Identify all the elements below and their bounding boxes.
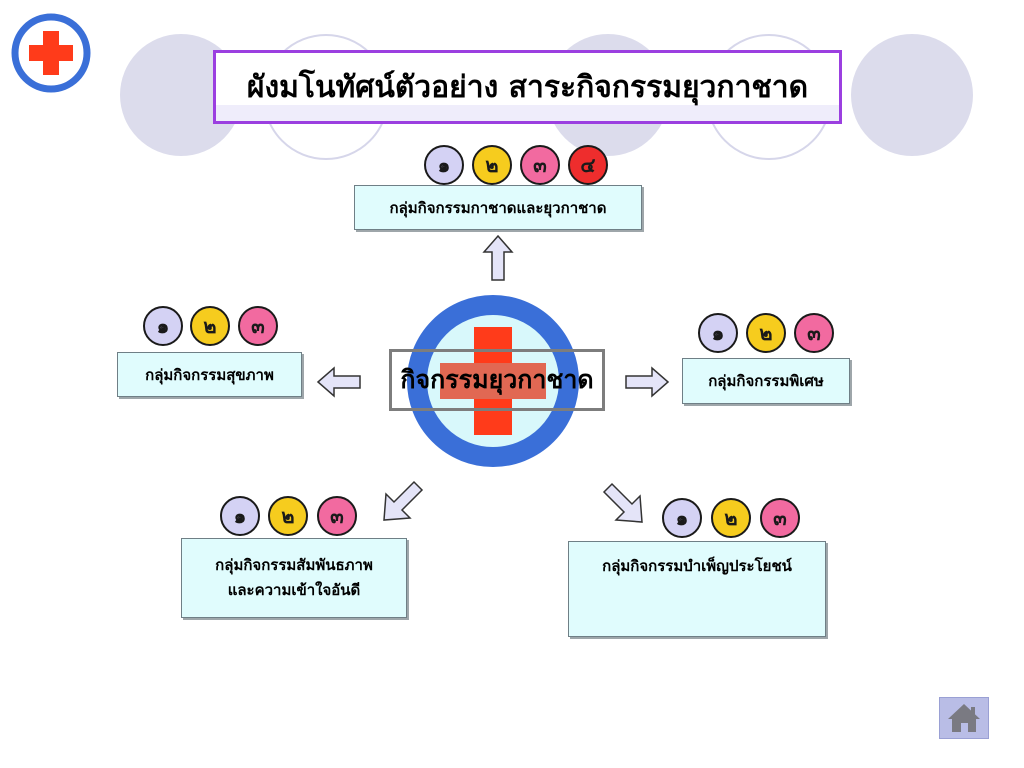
group-label-line2: และความเข้าใจอันดี [227,581,361,599]
group-box-bottom-left: กลุ่มกิจกรรมสัมพันธภาพ และความเข้าใจอันด… [181,538,407,618]
badge-3: ๓ [794,313,834,353]
center-red-cross-emblem [407,295,579,467]
home-button[interactable] [939,697,989,739]
group-box-left: กลุ่มกิจกรรมสุขภาพ [117,352,302,397]
badge-1: ๑ [662,498,702,538]
group-label: กลุ่มกิจกรรมพิเศษ [708,372,824,390]
badge-3: ๓ [238,306,278,346]
badge-1: ๑ [143,306,183,346]
arrow-up-icon [482,234,514,281]
group-box-right: กลุ่มกิจกรรมพิเศษ [682,358,850,404]
badge-1: ๑ [424,145,464,185]
home-icon [948,704,980,732]
arrow-down-left-icon [383,480,424,521]
arrow-left-icon [316,366,361,398]
group-label: กลุ่มกิจกรรมสุขภาพ [145,365,274,384]
arrow-down-right-icon [602,482,643,523]
badge-2: ๒ [190,306,230,346]
badge-4: ๔ [568,145,608,185]
group-box-bottom-right: กลุ่มกิจกรรมบำเพ็ญประโยชน์ [568,541,826,637]
group-label-line1: กลุ่มกิจกรรมสัมพันธภาพ [215,555,373,574]
arrow-right-icon [625,366,670,398]
page-title-text: ผังมโนทัศน์ตัวอย่าง สาระกิจกรรมยุวกาชาด [246,69,809,105]
page-title: ผังมโนทัศน์ตัวอย่าง สาระกิจกรรมยุวกาชาด [213,50,842,124]
badge-2: ๒ [268,496,308,536]
center-topic-label: กิจกรรมยุวกาชาด [389,349,605,411]
decor-circle [851,34,973,156]
badge-2: ๒ [746,313,786,353]
group-label: กลุ่มกิจกรรมบำเพ็ญประโยชน์ [602,557,792,575]
badge-3: ๓ [317,496,357,536]
badge-2: ๒ [472,145,512,185]
red-cross-icon [11,13,91,93]
badge-1: ๑ [220,496,260,536]
badge-3: ๓ [760,498,800,538]
group-box-top: กลุ่มกิจกรรมกาชาดและยุวกาชาด [354,185,642,230]
group-label: กลุ่มกิจกรรมกาชาดและยุวกาชาด [389,198,607,217]
badge-3: ๓ [520,145,560,185]
center-topic-text: กิจกรรมยุวกาชาด [400,365,594,394]
badge-1: ๑ [698,313,738,353]
badge-2: ๒ [711,498,751,538]
